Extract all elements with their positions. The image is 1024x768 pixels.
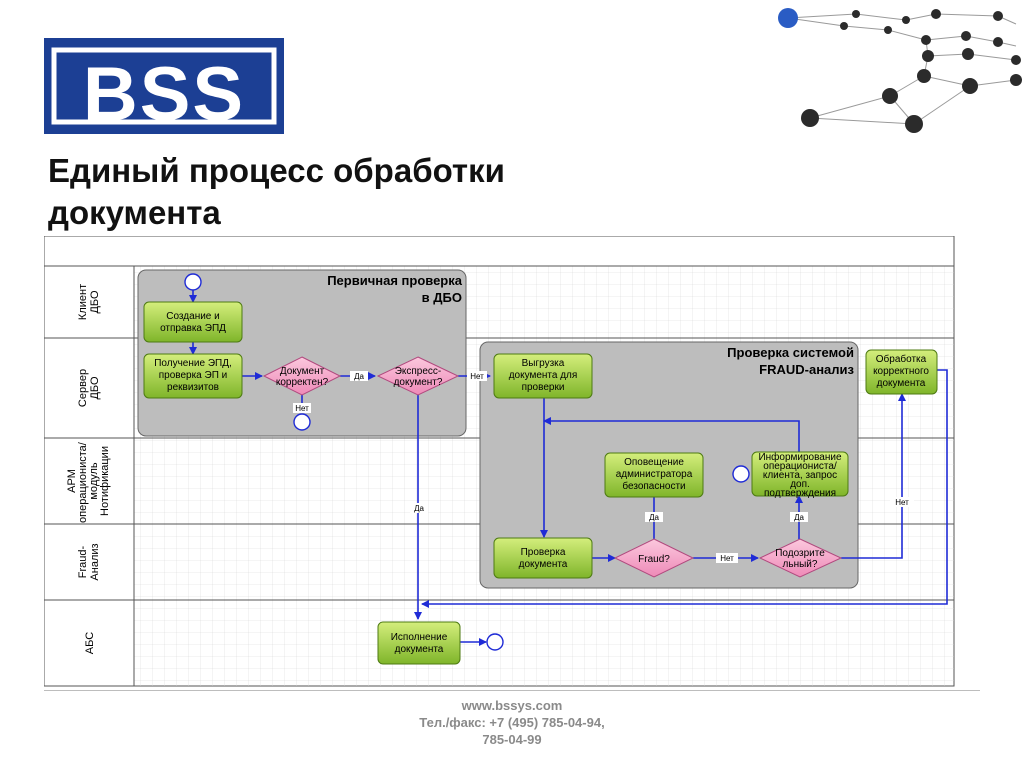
- edge-label-yes-4: Да: [794, 513, 804, 522]
- network-decoration: [778, 8, 1022, 133]
- edge-label-yes-1: Да: [354, 372, 364, 381]
- edge-label-no-4: Нет: [895, 498, 909, 507]
- svg-text:Fraud?: Fraud?: [638, 554, 670, 565]
- footer-divider: [44, 690, 980, 691]
- page-title-line2: документа: [48, 194, 221, 231]
- lane-label-client: КлиентДБО: [77, 284, 101, 320]
- page-title-line1: Единый процесс обработки: [48, 152, 505, 189]
- footer-phone-line1: Тел./факс: +7 (495) 785-04-94,: [419, 715, 605, 730]
- bss-logo: BSS: [44, 38, 284, 134]
- lane-label-server: СерверДБО: [77, 369, 101, 407]
- end-event-executed: [486, 633, 504, 651]
- svg-text:Экспресс-документ?: Экспресс-документ?: [394, 366, 443, 388]
- gateway-fraud: Fraud?: [613, 538, 695, 578]
- logo-text: BSS: [83, 52, 245, 134]
- page-title: Единый процесс обработки документа: [48, 150, 668, 234]
- edge-label-no-2: Нет: [470, 372, 484, 381]
- start-event: [184, 273, 202, 291]
- lane-label-operator: АРМоперациониста/ модульНотификации: [66, 439, 111, 523]
- footer: www.bssys.com Тел./факс: +7 (495) 785-04…: [0, 697, 1024, 748]
- gateway-express-document: Экспресс-документ?: [376, 356, 460, 396]
- footer-website: www.bssys.com: [461, 698, 563, 713]
- lane-label-fraud: Fraud-Анализ: [77, 543, 101, 580]
- footer-phone-line2: 785-04-99: [482, 732, 542, 747]
- edge-label-yes-2: Да: [414, 504, 424, 513]
- edge-label-yes-3: Да: [649, 513, 659, 522]
- end-event-rejected: [293, 413, 311, 431]
- edge-label-no-1: Нет: [295, 404, 309, 413]
- end-event-notify: [732, 465, 750, 483]
- edge-label-no-3: Нет: [720, 554, 734, 563]
- lane-label-abs: АБС: [84, 632, 96, 654]
- flow-connectors: [189, 290, 948, 646]
- process-diagram: КлиентДБО СерверДБО АРМоперациониста/ мо…: [44, 236, 955, 687]
